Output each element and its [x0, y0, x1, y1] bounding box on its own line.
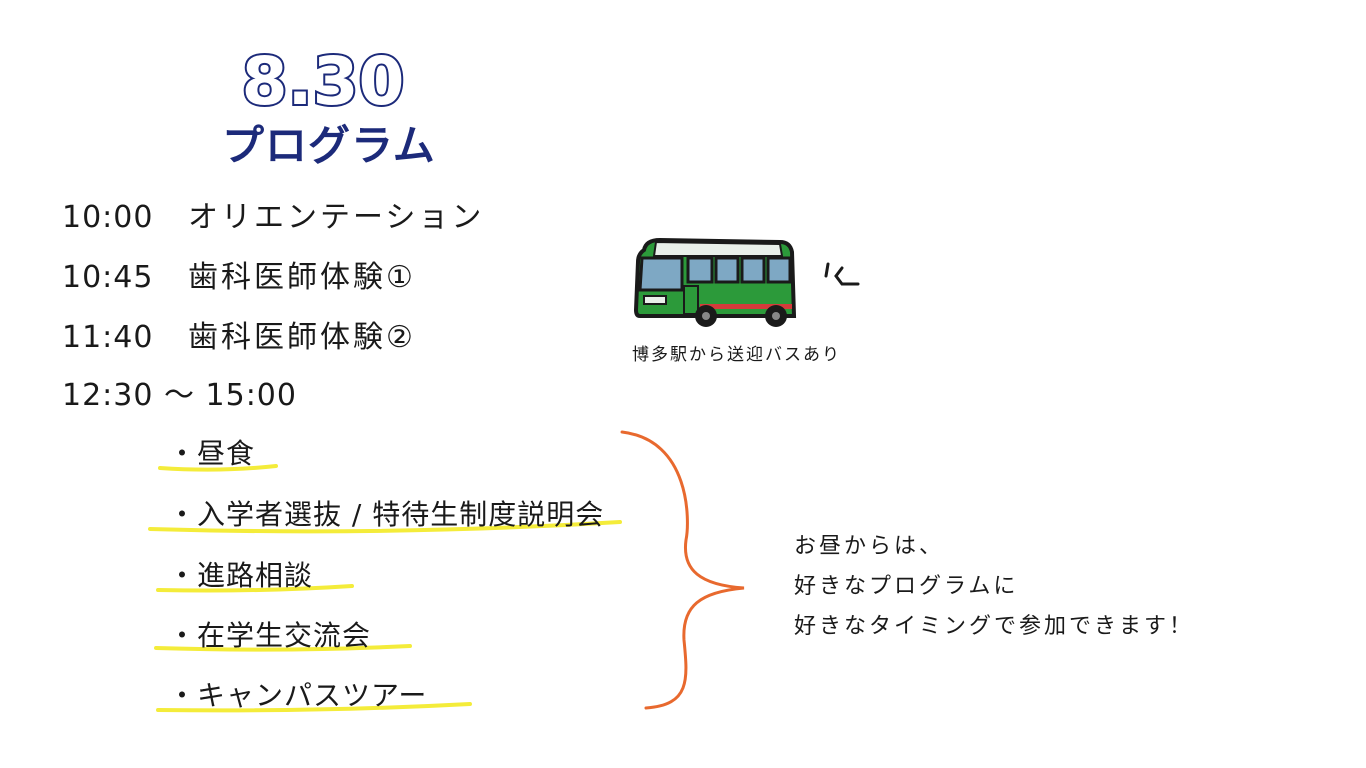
curly-brace [620, 430, 745, 710]
highlight-stroke [158, 464, 278, 472]
note-line: お昼からは、 [794, 534, 945, 559]
bus-caption: 博多駅から送迎バスあり [632, 345, 841, 365]
date-text: 8.30 [242, 44, 405, 114]
highlight-stroke [156, 584, 354, 593]
activity-item: ・キャンパスツアー [168, 679, 428, 712]
schedule-time: 11:40 [62, 320, 154, 355]
date-heading: 8.30 [240, 44, 407, 114]
highlight-stroke [148, 520, 622, 534]
schedule-time: 10:45 [62, 260, 154, 295]
activity-item: ・進路相談 [168, 559, 314, 592]
schedule-row: 10:45 歯科医師体験① [62, 252, 416, 296]
schedule-row: 10:00 オリエンテーション [62, 192, 484, 236]
schedule-row: 11:40 歯科医師体験② [62, 312, 416, 356]
note-line: 好きなタイミングで参加できます！ [794, 614, 1195, 639]
schedule-label: 歯科医師体験② [188, 320, 416, 355]
schedule-label: オリエンテーション [188, 200, 485, 235]
schedule-time: 10:00 [62, 200, 154, 235]
activity-item: ・昼食 [168, 437, 256, 470]
bus-icon [633, 237, 860, 327]
activity-item: ・入学者選抜 / 特待生制度説明会 [168, 498, 605, 531]
schedule-label: 歯科医師体験① [188, 260, 416, 295]
highlight-stroke [154, 644, 412, 652]
activity-item: ・在学生交流会 [168, 619, 372, 652]
schedule-time-range: 12:30 〜 15:00 [62, 378, 297, 413]
note-line: 好きなプログラムに [794, 574, 1019, 599]
schedule-row: 12:30 〜 15:00 [62, 370, 297, 414]
page-title: プログラム [222, 121, 436, 170]
highlight-stroke [156, 702, 472, 713]
